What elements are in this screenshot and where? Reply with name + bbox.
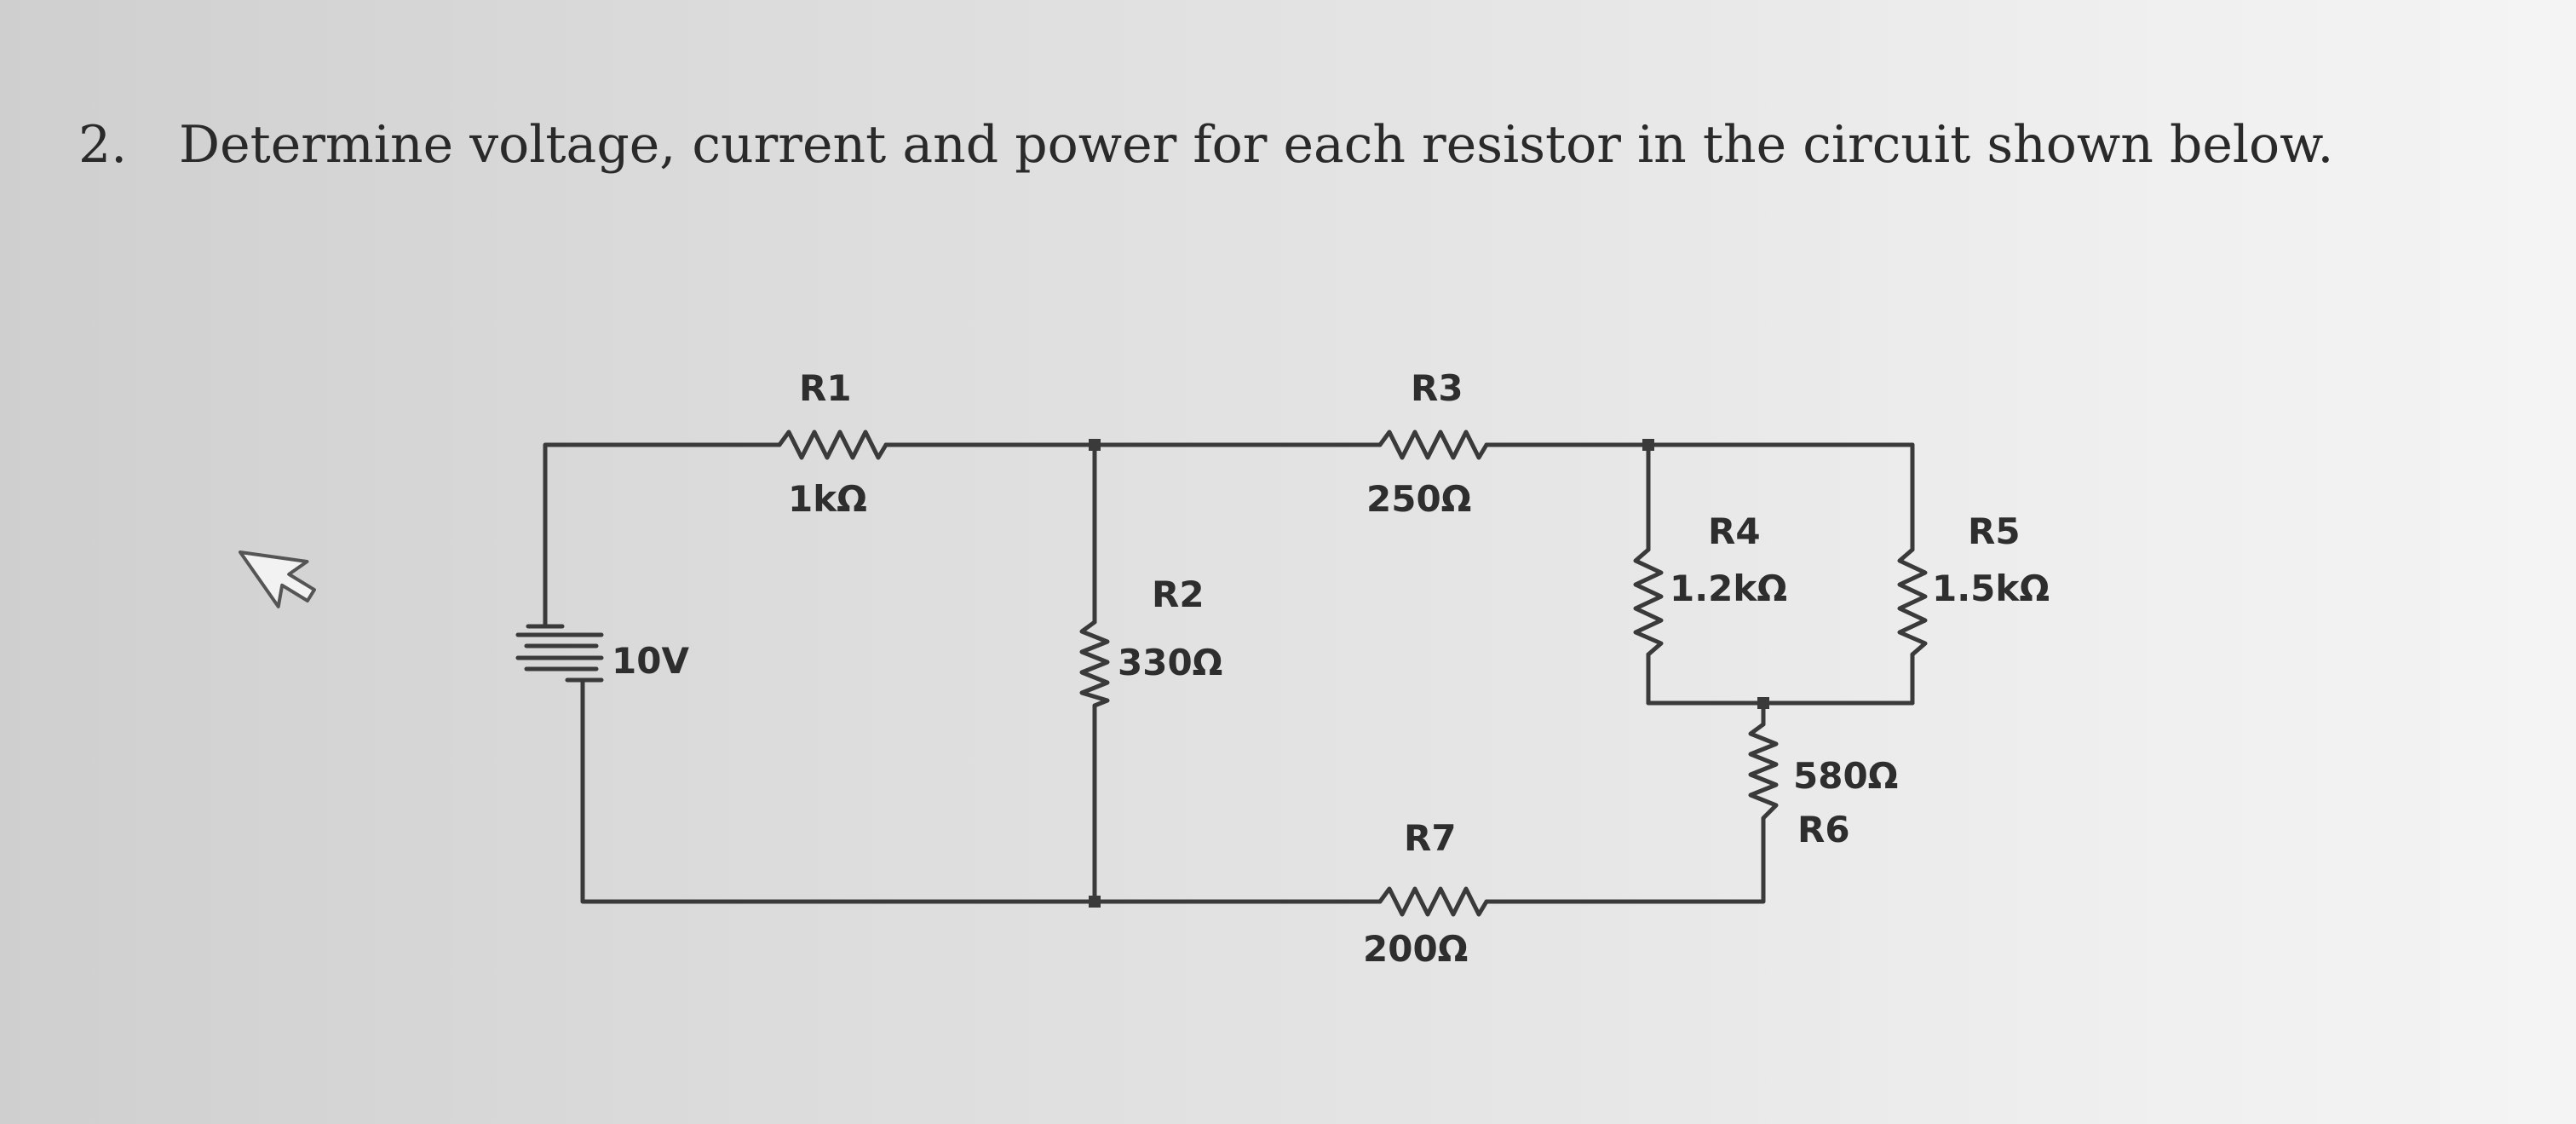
- battery-symbol: [515, 624, 604, 691]
- cursor-icon: [239, 550, 317, 608]
- r5-name: R5: [1968, 510, 2021, 552]
- r4-name: R4: [1708, 510, 1761, 552]
- r5-value: 1.5kΩ: [1932, 568, 2050, 609]
- junction-node: [1757, 697, 1769, 709]
- r6-name: R6: [1797, 809, 1850, 850]
- resistor-r6: [1748, 722, 1779, 833]
- resistor-r1: [777, 429, 888, 460]
- junction-node: [1642, 439, 1654, 451]
- r6-value: 580Ω: [1793, 755, 1898, 797]
- question-number: 2.: [78, 115, 127, 175]
- r3-name: R3: [1411, 367, 1463, 409]
- r1-name: R1: [799, 367, 852, 409]
- circuit-diagram: 10V R1 1kΩ R3 250Ω R2 330Ω R4 1.2kΩ R5 1…: [515, 367, 2050, 970]
- battery-voltage-label: 10V: [612, 640, 689, 682]
- resistor-r4: [1633, 547, 1664, 657]
- r2-name: R2: [1152, 574, 1205, 615]
- r3-value: 250Ω: [1366, 478, 1471, 520]
- r4-value: 1.2kΩ: [1670, 568, 1787, 609]
- r2-value: 330Ω: [1118, 642, 1222, 683]
- resistor-r3: [1377, 429, 1489, 460]
- r1-value: 1kΩ: [788, 478, 867, 520]
- junction-node: [1089, 896, 1101, 908]
- r7-name: R7: [1404, 817, 1457, 859]
- question-text: Determine voltage, current and power for…: [179, 115, 2334, 175]
- r7-value: 200Ω: [1363, 928, 1468, 970]
- junction-nodes: [1089, 439, 1769, 908]
- junction-node: [1089, 439, 1101, 451]
- resistor-r2: [1079, 620, 1110, 708]
- resistor-r7: [1377, 886, 1489, 917]
- circuit-wires: [543, 442, 1915, 904]
- resistor-r5: [1897, 547, 1928, 657]
